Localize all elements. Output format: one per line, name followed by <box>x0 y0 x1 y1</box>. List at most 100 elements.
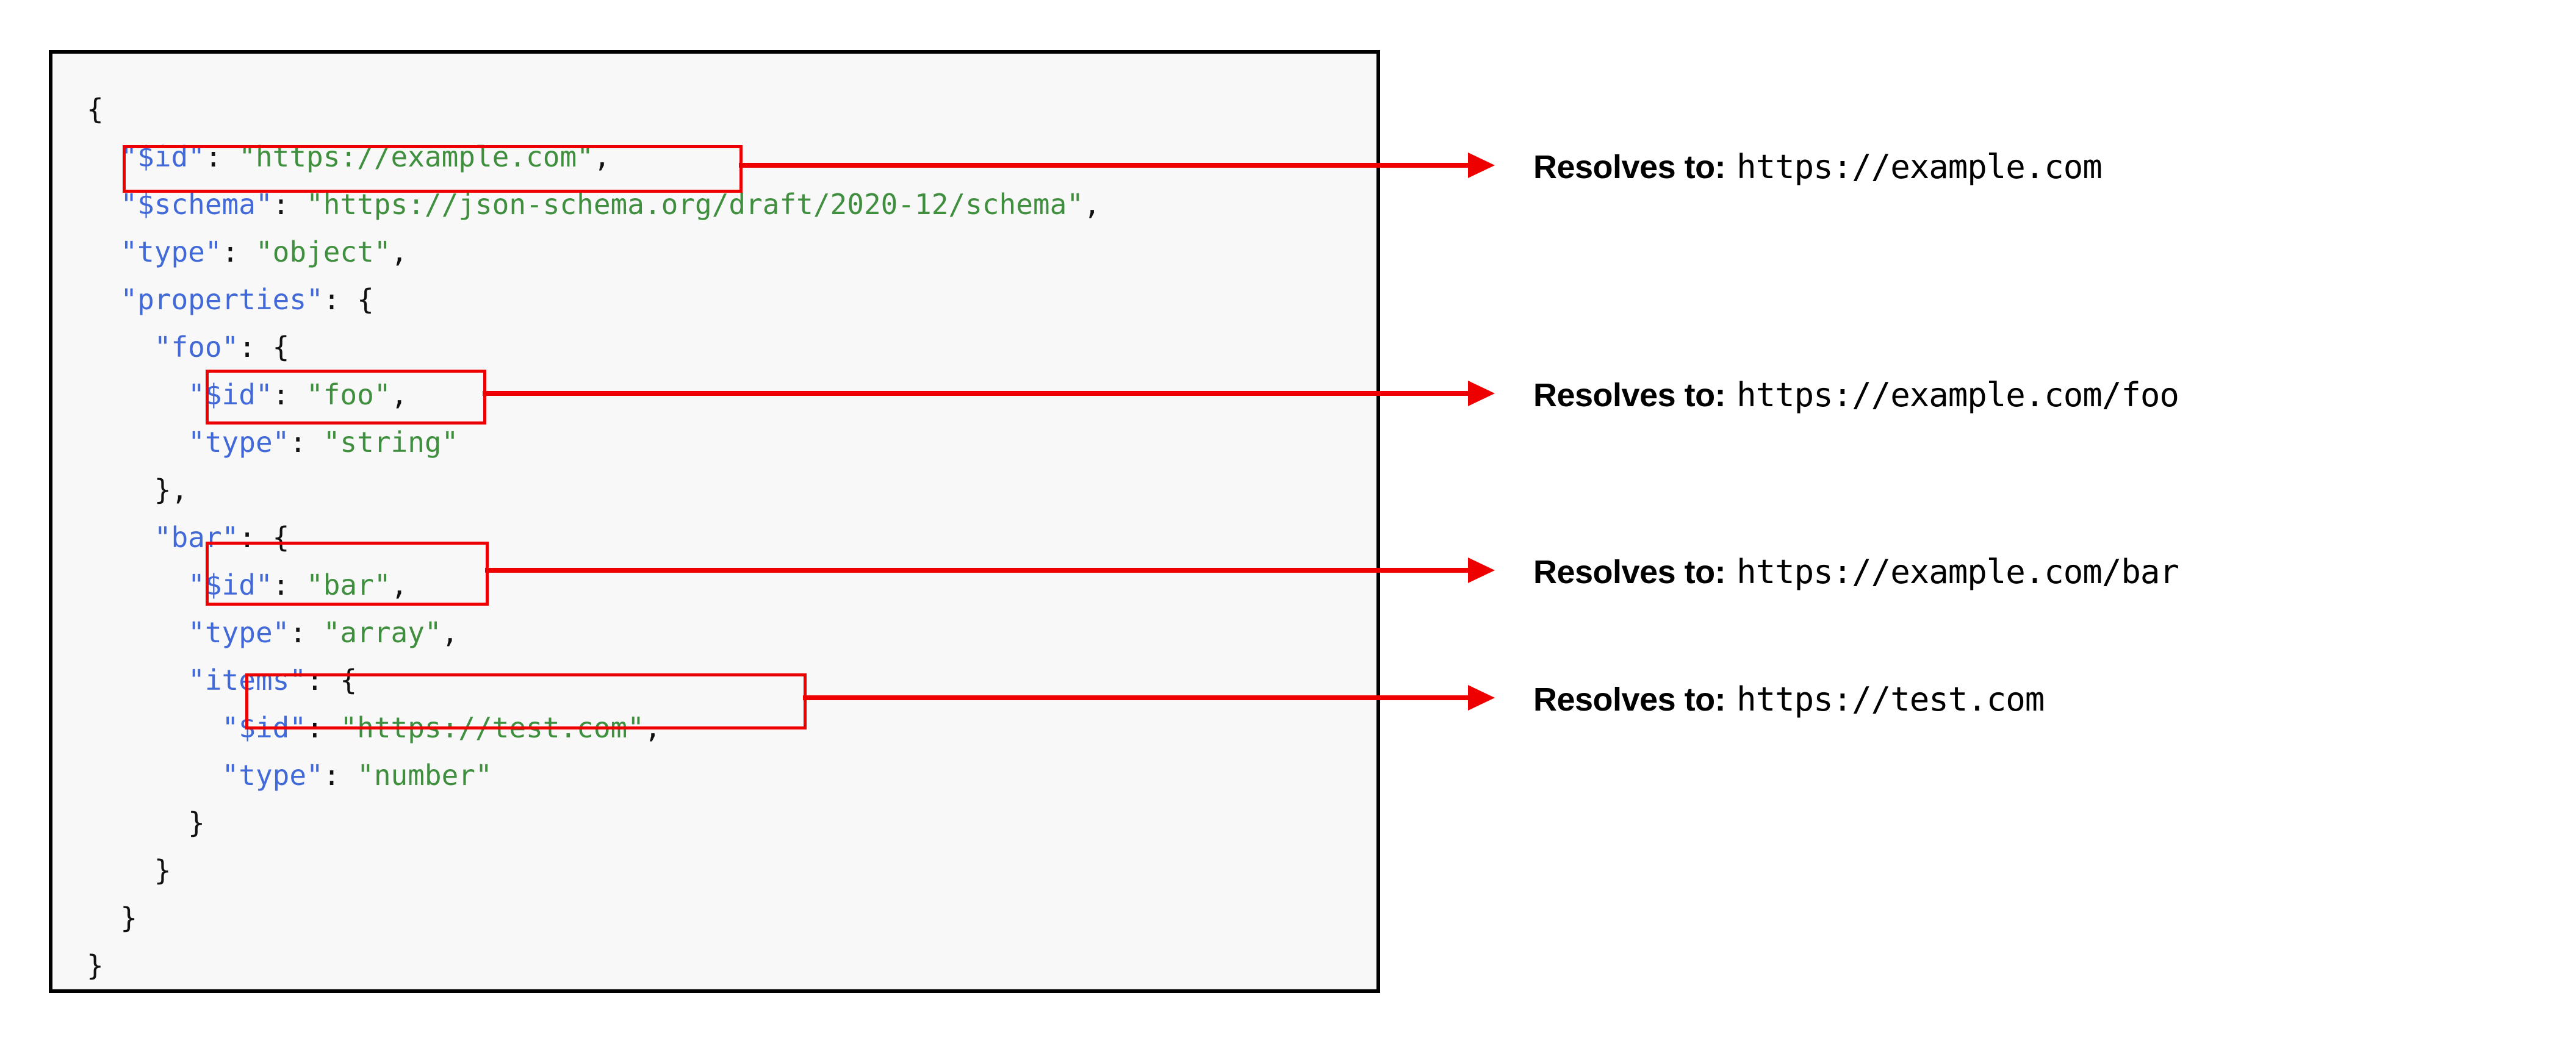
code-line: { <box>87 85 1101 133</box>
code-token-str: "https://test.com" <box>340 711 644 744</box>
code-indent <box>87 854 154 887</box>
code-indent <box>87 188 120 221</box>
code-indent <box>87 473 154 506</box>
code-token-str: "number" <box>357 759 492 792</box>
code-indent <box>87 426 188 459</box>
code-line: "$schema": "https://json-schema.org/draf… <box>87 181 1101 228</box>
code-line: "foo": { <box>87 323 1101 371</box>
resolves-to-label: Resolves to: <box>1533 681 1726 718</box>
code-indent <box>87 235 120 268</box>
code-token-pun: } <box>87 949 104 982</box>
code-token-pun: : { <box>239 521 290 554</box>
code-token-pun: , <box>390 568 408 601</box>
code-token-key: "foo" <box>154 331 239 364</box>
code-token-str: "https://example.com" <box>239 140 594 173</box>
code-line: }, <box>87 466 1101 514</box>
resolved-uri-value: https://example.com <box>1736 148 2103 186</box>
code-token-key: "properties" <box>120 283 323 316</box>
code-token-str: "https://json-schema.org/draft/2020-12/s… <box>306 188 1084 221</box>
code-line: "bar": { <box>87 514 1101 561</box>
code-token-pun: { <box>87 93 104 126</box>
resolves-to-label: Resolves to: <box>1533 377 1726 414</box>
resolves-to-label: Resolves to: <box>1533 554 1726 590</box>
code-token-key: "$id" <box>221 711 307 744</box>
code-token-str: "bar" <box>306 568 391 601</box>
code-indent <box>87 331 154 364</box>
arrow-head-icon <box>1468 381 1495 406</box>
code-token-key: "$id" <box>188 568 273 601</box>
code-indent <box>87 521 154 554</box>
code-token-key: "$schema" <box>120 188 273 221</box>
code-indent <box>87 378 188 411</box>
code-line: "$id": "https://test.com", <box>87 704 1101 751</box>
resolved-uri-value: https://example.com/bar <box>1736 553 2179 591</box>
code-indent <box>87 568 188 601</box>
code-token-pun: , <box>441 616 459 649</box>
code-token-pun: } <box>188 806 205 839</box>
resolved-uri-value: https://test.com <box>1736 680 2045 719</box>
code-token-pun: : <box>221 235 256 268</box>
code-indent <box>87 806 188 839</box>
code-listing: { "$id": "https://example.com", "$schema… <box>87 85 1101 989</box>
code-indent <box>87 711 222 744</box>
code-line: } <box>87 894 1101 942</box>
code-indent <box>87 664 188 697</box>
code-indent <box>87 616 188 649</box>
code-token-pun: : <box>323 759 358 792</box>
code-token-pun: : <box>289 616 323 649</box>
json-code-block: { "$id": "https://example.com", "$schema… <box>49 50 1380 993</box>
code-token-pun: , <box>390 378 408 411</box>
code-token-key: "type" <box>188 616 290 649</box>
code-token-key: "type" <box>188 426 290 459</box>
code-token-pun: } <box>154 854 171 887</box>
arrow-head-icon <box>1468 685 1495 711</box>
resolves-foo: Resolves to: https://example.com/foo <box>1533 376 2179 414</box>
code-line: "items": { <box>87 656 1101 704</box>
code-line: "type": "string" <box>87 418 1101 466</box>
code-token-pun: : <box>272 188 307 221</box>
code-token-pun: }, <box>154 473 189 506</box>
code-token-str: "array" <box>323 616 442 649</box>
code-line: } <box>87 942 1101 989</box>
resolves-bar: Resolves to: https://example.com/bar <box>1533 553 2179 591</box>
code-line: "type": "object", <box>87 228 1101 276</box>
code-token-key: "$id" <box>188 378 273 411</box>
code-token-key: "$id" <box>120 140 205 173</box>
code-line: "$id": "bar", <box>87 561 1101 609</box>
code-line: } <box>87 847 1101 894</box>
code-token-str: "string" <box>323 426 459 459</box>
code-indent <box>87 140 120 173</box>
code-line: "type": "array", <box>87 609 1101 656</box>
code-token-str: "foo" <box>306 378 391 411</box>
code-token-pun: : <box>272 378 307 411</box>
code-token-key: "bar" <box>154 521 239 554</box>
code-token-pun: } <box>120 901 138 934</box>
code-token-pun: : <box>306 711 340 744</box>
code-line: } <box>87 799 1101 847</box>
code-token-pun: : { <box>306 664 358 697</box>
code-line: "properties": { <box>87 276 1101 323</box>
code-line: "$id": "https://example.com", <box>87 133 1101 181</box>
arrow-head-icon <box>1468 152 1495 178</box>
code-token-pun: , <box>1083 188 1101 221</box>
code-token-key: "items" <box>188 664 307 697</box>
code-token-pun: : { <box>323 283 374 316</box>
code-token-pun: , <box>593 140 611 173</box>
resolves-root: Resolves to: https://example.com <box>1533 148 2103 186</box>
arrow-head-icon <box>1468 557 1495 583</box>
resolves-items: Resolves to: https://test.com <box>1533 680 2045 719</box>
code-token-key: "type" <box>120 235 222 268</box>
code-token-str: "object" <box>255 235 391 268</box>
code-indent <box>87 283 120 316</box>
code-indent <box>87 759 222 792</box>
code-line: "$id": "foo", <box>87 371 1101 418</box>
resolves-to-label: Resolves to: <box>1533 149 1726 185</box>
code-token-key: "type" <box>221 759 323 792</box>
code-line: "type": "number" <box>87 751 1101 799</box>
code-indent <box>87 901 120 934</box>
code-token-pun: : <box>204 140 239 173</box>
code-token-pun: : <box>272 568 307 601</box>
code-token-pun: , <box>390 235 408 268</box>
code-token-pun: : { <box>239 331 290 364</box>
resolved-uri-value: https://example.com/foo <box>1736 376 2179 414</box>
